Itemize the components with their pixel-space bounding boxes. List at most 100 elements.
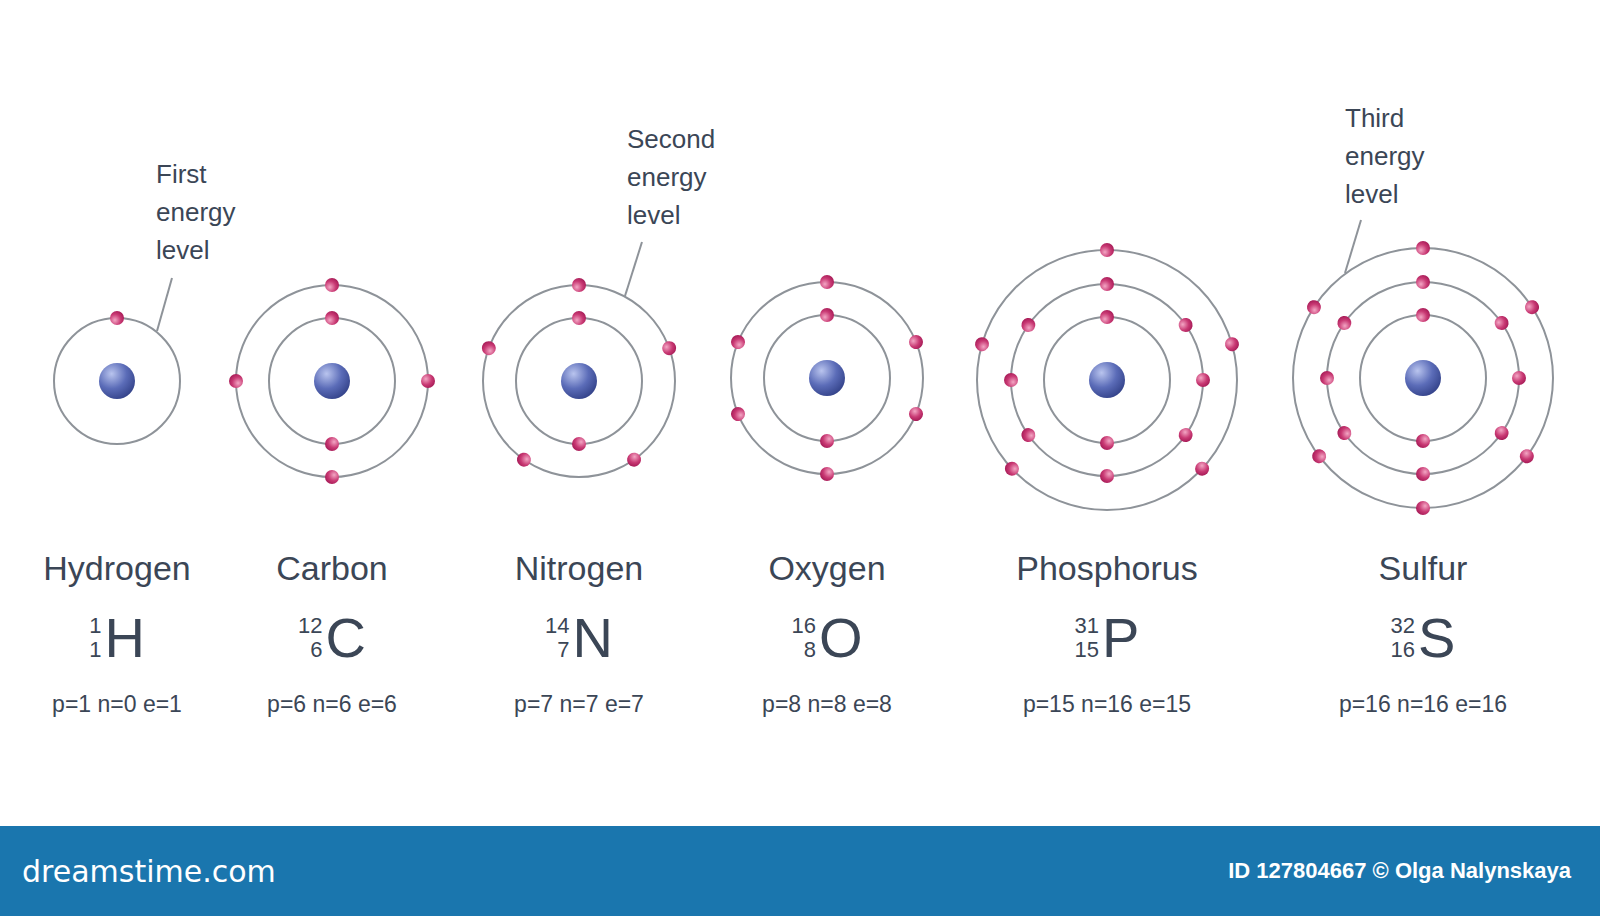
orbit xyxy=(54,318,180,444)
electron xyxy=(1019,425,1038,444)
electron xyxy=(1004,373,1018,387)
electron xyxy=(1416,241,1430,255)
electron xyxy=(907,405,925,423)
element-name-holder: Sulfur xyxy=(1379,548,1468,588)
footer-left-holder: dreamstime.com xyxy=(22,854,276,889)
electron xyxy=(572,311,586,325)
mass-number: 31 xyxy=(1075,614,1099,638)
carbon-atom xyxy=(229,278,435,484)
nucleus xyxy=(809,360,845,396)
electron xyxy=(1176,425,1195,444)
electron xyxy=(1100,277,1114,291)
electron xyxy=(729,333,747,351)
mass-number: 12 xyxy=(298,614,322,638)
electron xyxy=(1100,436,1114,450)
particle-count-holder: p=6 n=6 e=6 xyxy=(267,690,397,718)
element-name: Hydrogen xyxy=(43,548,190,588)
electron xyxy=(229,374,243,388)
oxygen-atom xyxy=(729,275,925,481)
particle-count-holder: p=7 n=7 e=7 xyxy=(514,690,644,718)
watermark-site: dreamstime.com xyxy=(22,854,276,889)
particle-count: p=1 n=0 e=1 xyxy=(52,690,182,718)
particle-count: p=15 n=16 e=15 xyxy=(1023,690,1191,718)
particle-count: p=6 n=6 e=6 xyxy=(267,690,397,718)
nuclide-notation: 11H xyxy=(89,610,145,666)
electron xyxy=(624,450,643,469)
mass-number: 32 xyxy=(1391,614,1415,638)
electron xyxy=(1320,371,1334,385)
element-name-holder: Nitrogen xyxy=(515,548,644,588)
electron xyxy=(1416,275,1430,289)
atomic-number: 16 xyxy=(1391,638,1415,662)
orbit xyxy=(1327,282,1519,474)
electron xyxy=(325,437,339,451)
orbit xyxy=(516,318,642,444)
nuclide-numbers: 147 xyxy=(545,614,569,662)
particle-count-holder: p=8 n=8 e=8 xyxy=(762,690,892,718)
particle-count-holder: p=15 n=16 e=15 xyxy=(1023,690,1191,718)
electron xyxy=(820,434,834,448)
element-name-holder: Hydrogen xyxy=(43,548,190,588)
nuclide-notation: 168O xyxy=(791,610,862,666)
mass-number: 16 xyxy=(791,614,815,638)
nucleus xyxy=(561,363,597,399)
particle-count: p=8 n=8 e=8 xyxy=(762,690,892,718)
electron xyxy=(1416,308,1430,322)
particle-count: p=7 n=7 e=7 xyxy=(514,690,644,718)
callout-label: First energy level xyxy=(156,155,236,269)
electron xyxy=(1019,315,1038,334)
electron xyxy=(1512,371,1526,385)
particle-count: p=16 n=16 e=16 xyxy=(1339,690,1507,718)
orbit xyxy=(977,250,1237,510)
mass-number: 14 xyxy=(545,614,569,638)
element-symbol: C xyxy=(326,610,366,666)
electron xyxy=(514,450,533,469)
electron xyxy=(572,437,586,451)
electron xyxy=(325,278,339,292)
electron xyxy=(1492,313,1511,332)
electron xyxy=(421,374,435,388)
callout-holder: Third energy level xyxy=(1345,99,1425,213)
electron xyxy=(1100,310,1114,324)
electron xyxy=(1522,298,1541,317)
electron xyxy=(480,339,498,357)
electron xyxy=(1304,298,1323,317)
orbit xyxy=(1360,315,1486,441)
callout-holder: Second energy level xyxy=(627,120,715,234)
element-name-holder: Oxygen xyxy=(768,548,885,588)
element-name-holder: Carbon xyxy=(276,548,388,588)
leader-line xyxy=(625,242,642,296)
electron xyxy=(1517,446,1537,466)
nucleus xyxy=(314,363,350,399)
phosphorus-atom xyxy=(973,243,1240,510)
electron xyxy=(572,278,586,292)
electron xyxy=(1176,315,1195,334)
electron xyxy=(729,405,747,423)
atomic-number: 15 xyxy=(1075,638,1099,662)
atomic-number: 6 xyxy=(310,638,322,662)
orbit xyxy=(269,318,395,444)
electron xyxy=(907,333,925,351)
orbit xyxy=(1044,317,1170,443)
orbit xyxy=(1293,248,1553,508)
nuclide-numbers: 126 xyxy=(298,614,322,662)
particle-count-holder: p=16 n=16 e=16 xyxy=(1339,690,1507,718)
nuclide-notation: 126C xyxy=(298,610,366,666)
electron xyxy=(1335,423,1354,442)
atomic-number: 7 xyxy=(557,638,569,662)
nucleus xyxy=(99,363,135,399)
electron xyxy=(1192,459,1212,479)
nucleus xyxy=(1405,360,1441,396)
nuclide-notation: 3216S xyxy=(1391,610,1456,666)
particle-count-holder: p=1 n=0 e=1 xyxy=(52,690,182,718)
electron xyxy=(1309,446,1329,466)
element-name: Sulfur xyxy=(1379,548,1468,588)
callout-label: Second energy level xyxy=(627,120,715,234)
watermark-credit: ID 127804667 © Olga Nalynskaya xyxy=(1228,858,1571,884)
element-name: Oxygen xyxy=(768,548,885,588)
electron xyxy=(820,308,834,322)
nuclide-numbers: 3115 xyxy=(1075,614,1099,662)
nuclide-notation: 147N xyxy=(545,610,613,666)
hydrogen-atom xyxy=(54,311,180,444)
